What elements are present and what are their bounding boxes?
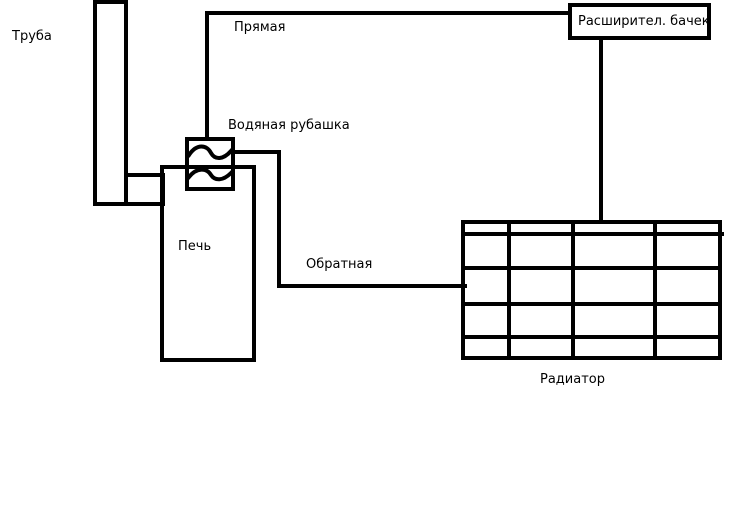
label-supply: Прямая <box>234 20 285 35</box>
radiator-frame <box>461 220 722 360</box>
supply-line <box>205 11 572 141</box>
return-line <box>231 150 467 288</box>
radiator <box>461 220 724 360</box>
water-jacket <box>185 137 235 191</box>
expansion-tank <box>568 3 711 40</box>
chimney-pipe <box>93 0 128 206</box>
label-radiator: Радиатор <box>540 372 605 387</box>
water-jacket-wave-upper <box>186 144 234 160</box>
label-stove: Печь <box>178 239 211 254</box>
label-pipe: Труба <box>11 29 52 44</box>
label-expansion-tank: Расширител. бачек <box>578 14 710 29</box>
chimney-connector <box>124 173 165 206</box>
label-water-jacket: Водяная рубашка <box>228 118 350 133</box>
stove <box>160 165 256 362</box>
water-jacket-wave-lower <box>186 167 234 182</box>
label-return: Обратная <box>306 257 372 272</box>
